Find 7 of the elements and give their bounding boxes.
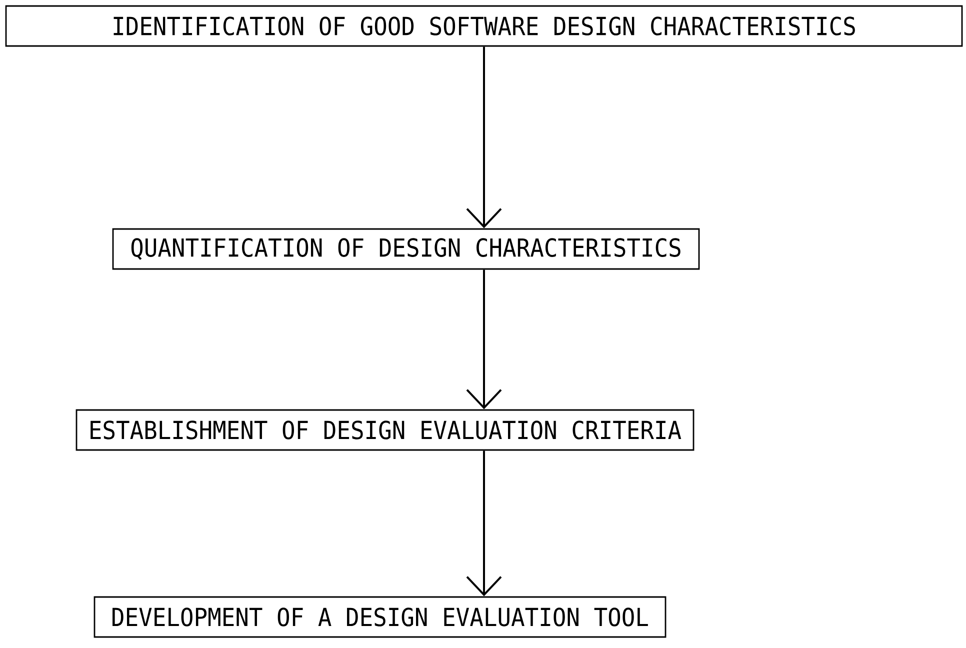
process-box: QUANTIFICATION OF DESIGN CHARACTERISTICS <box>112 228 700 270</box>
process-box: IDENTIFICATION OF GOOD SOFTWARE DESIGN CHARACTERISTICS <box>5 5 963 47</box>
arrow <box>466 270 502 410</box>
arrow <box>466 46 502 228</box>
process-box: DEVELOPMENT OF A DESIGN EVALUATION TOOL <box>94 596 666 638</box>
arrow <box>466 450 502 596</box>
process-box: ESTABLISHMENT OF DESIGN EVALUATION CRITERIA <box>76 409 694 451</box>
